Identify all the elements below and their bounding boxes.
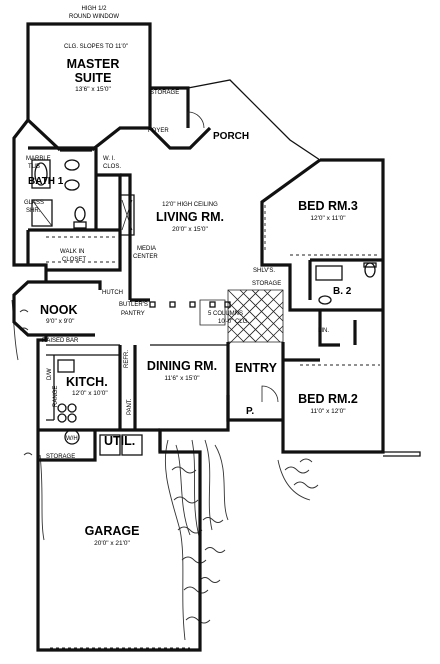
fixtures: [31, 111, 421, 649]
wh-label: W/H: [66, 436, 78, 442]
wi-clos-line2: CLOS.: [103, 164, 121, 170]
marble-tub-line2: TUB: [28, 164, 40, 170]
porch-label: PORCH: [213, 131, 249, 142]
marble-tub-line1: MARBLE: [26, 156, 51, 162]
interior-walls: [26, 88, 383, 462]
glass-shr-line1: GLASS: [24, 200, 44, 206]
dining-dim: 11'6" x 15'0": [164, 375, 200, 382]
bed2-label: BED RM.2: [298, 392, 358, 406]
p-label: P.: [246, 406, 254, 417]
garage-dim: 20'0" x 21'0": [94, 540, 130, 547]
nook-dim: 9'0" x 9'0": [46, 318, 75, 325]
columns-line2: 10'-0" CLG.: [218, 319, 249, 325]
pantry-label: PANT.: [127, 398, 133, 415]
master-suite-label: MASTER: [67, 57, 120, 71]
window-note-line1: HIGH 1/2: [81, 6, 107, 12]
butlers-line2: PANTRY: [121, 311, 145, 317]
bed2-dim: 11'0" x 12'0": [310, 408, 346, 415]
landscaping: [11, 299, 319, 641]
media-center-line2: CENTER: [133, 254, 158, 260]
butlers-line1: BUTLER'S: [119, 302, 148, 308]
master-suite-dim: 13'6" x 15'0": [75, 86, 111, 93]
wi-clos-line1: W. I.: [103, 156, 115, 162]
shlvs-line1: SHLV'S.: [253, 268, 275, 274]
storage-top-label: STORAGE: [150, 90, 179, 96]
walk-in-closet-line1: WALK IN: [60, 249, 84, 255]
lin-label: LIN.: [318, 328, 329, 334]
bed3-dim: 12'0" x 11'0": [310, 215, 346, 222]
hutch-label: HUTCH: [102, 290, 123, 296]
bath1-label: BATH 1: [28, 176, 64, 187]
walk-in-closet-line2: CLOSET: [62, 257, 86, 263]
glass-shr-line2: SHR.: [26, 208, 41, 214]
columns-line1: 5 COLUMNS: [208, 311, 243, 317]
master-suite-label-2: SUITE: [75, 71, 112, 85]
foyer-label: FOYER: [148, 128, 169, 134]
kitch-dim: 12'0" x 10'0": [72, 390, 108, 397]
util-label: UTIL.: [104, 434, 135, 448]
nook-label: NOOK: [40, 303, 78, 317]
dw-label: D/W: [47, 368, 53, 380]
exterior-walls: [12, 22, 385, 652]
dining-label: DINING RM.: [147, 359, 217, 373]
room-labels: HIGH 1/2 ROUND WINDOW CLG. SLOPES TO 11'…: [24, 6, 358, 547]
range-label: RANGE: [53, 386, 59, 407]
living-note: 12'0" HIGH CEILING: [162, 202, 218, 208]
living-label: LIVING RM.: [156, 210, 224, 224]
garage-label: GARAGE: [85, 524, 140, 538]
window-note-line2: ROUND WINDOW: [69, 14, 119, 20]
refr-label: REFR.: [124, 350, 130, 368]
raised-bar-label: RAISED BAR: [42, 338, 79, 344]
entry-paving: [199, 289, 284, 346]
living-dim: 20'0" x 15'0": [172, 226, 208, 233]
media-center-line1: MEDIA: [137, 246, 156, 252]
b2-label: B. 2: [333, 286, 352, 297]
entry-label: ENTRY: [235, 361, 278, 375]
master-suite-note: CLG. SLOPES TO 11'0": [64, 44, 128, 50]
kitch-label: KITCH.: [66, 375, 108, 389]
storage-garage-label: STORAGE: [46, 454, 75, 460]
bed3-label: BED RM.3: [298, 199, 358, 213]
shlvs-line2: STORAGE: [252, 281, 281, 287]
